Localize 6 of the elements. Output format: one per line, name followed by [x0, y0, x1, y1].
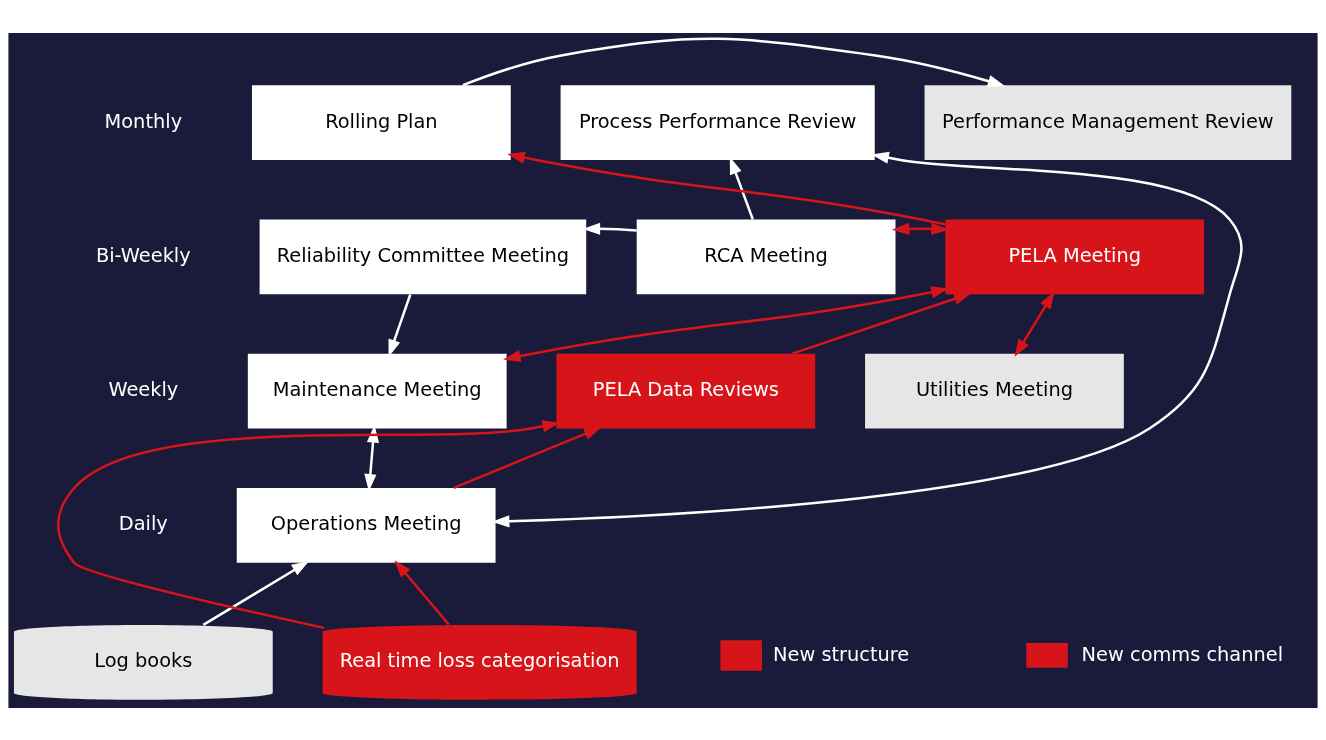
- label: Weekly: [108, 377, 179, 401]
- label: Bi-Weekly: [95, 243, 191, 267]
- label: Monthly: [104, 109, 183, 133]
- label: Daily: [118, 511, 168, 535]
- legend-label: New comms channel: [1081, 642, 1284, 666]
- legend-label: New structure: [773, 642, 910, 666]
